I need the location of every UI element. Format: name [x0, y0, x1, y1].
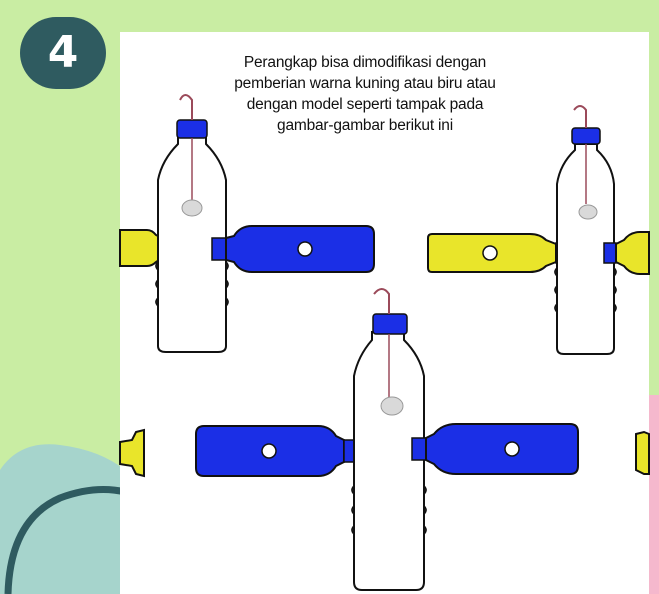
- hanging-wire: [179, 94, 193, 120]
- clear-bottle: [353, 331, 425, 591]
- bottle-cap: [211, 237, 227, 261]
- trap-yellow-yellow-right: [427, 105, 650, 355]
- step-badge: 4: [20, 17, 106, 89]
- hanging-wire: [573, 105, 587, 128]
- blue-bottle-half: [425, 423, 579, 475]
- entry-hole: [297, 241, 313, 257]
- bottle-cap: [571, 127, 601, 145]
- caption-line: pemberian warna kuning atau biru atau: [234, 75, 496, 92]
- yellow-bottle-partial: [635, 430, 650, 475]
- caption-line: dengan model seperti tampak pada: [246, 96, 484, 113]
- entry-hole: [261, 443, 277, 459]
- step-number: 4: [47, 27, 79, 78]
- clear-bottle: [157, 135, 227, 353]
- entry-hole: [504, 441, 520, 457]
- teal-blob: [0, 444, 125, 594]
- bottle-cap: [603, 242, 617, 264]
- yellow-bottle-half: [119, 229, 163, 267]
- caption-line: gambar-gambar berikut ini: [277, 117, 453, 134]
- trap-blue-blue-left: [119, 94, 375, 353]
- bait-cotton: [181, 199, 203, 217]
- bottle-cap: [372, 313, 408, 335]
- clear-bottle: [556, 143, 615, 355]
- bait-cotton: [578, 204, 598, 220]
- teal-arc: [4, 486, 126, 594]
- instruction-caption: Perangkap bisa dimodifikasi dengan pembe…: [200, 52, 530, 136]
- bait-cotton: [380, 396, 404, 416]
- entry-hole: [482, 245, 498, 261]
- hanging-wire: [373, 288, 390, 314]
- caption-line: Perangkap bisa dimodifikasi dengan: [243, 54, 487, 71]
- trap-blue-blue-center: [195, 288, 579, 591]
- yellow-bottle-partial: [119, 428, 145, 478]
- bottle-cap: [411, 437, 427, 461]
- yellow-bottle-half: [615, 231, 650, 275]
